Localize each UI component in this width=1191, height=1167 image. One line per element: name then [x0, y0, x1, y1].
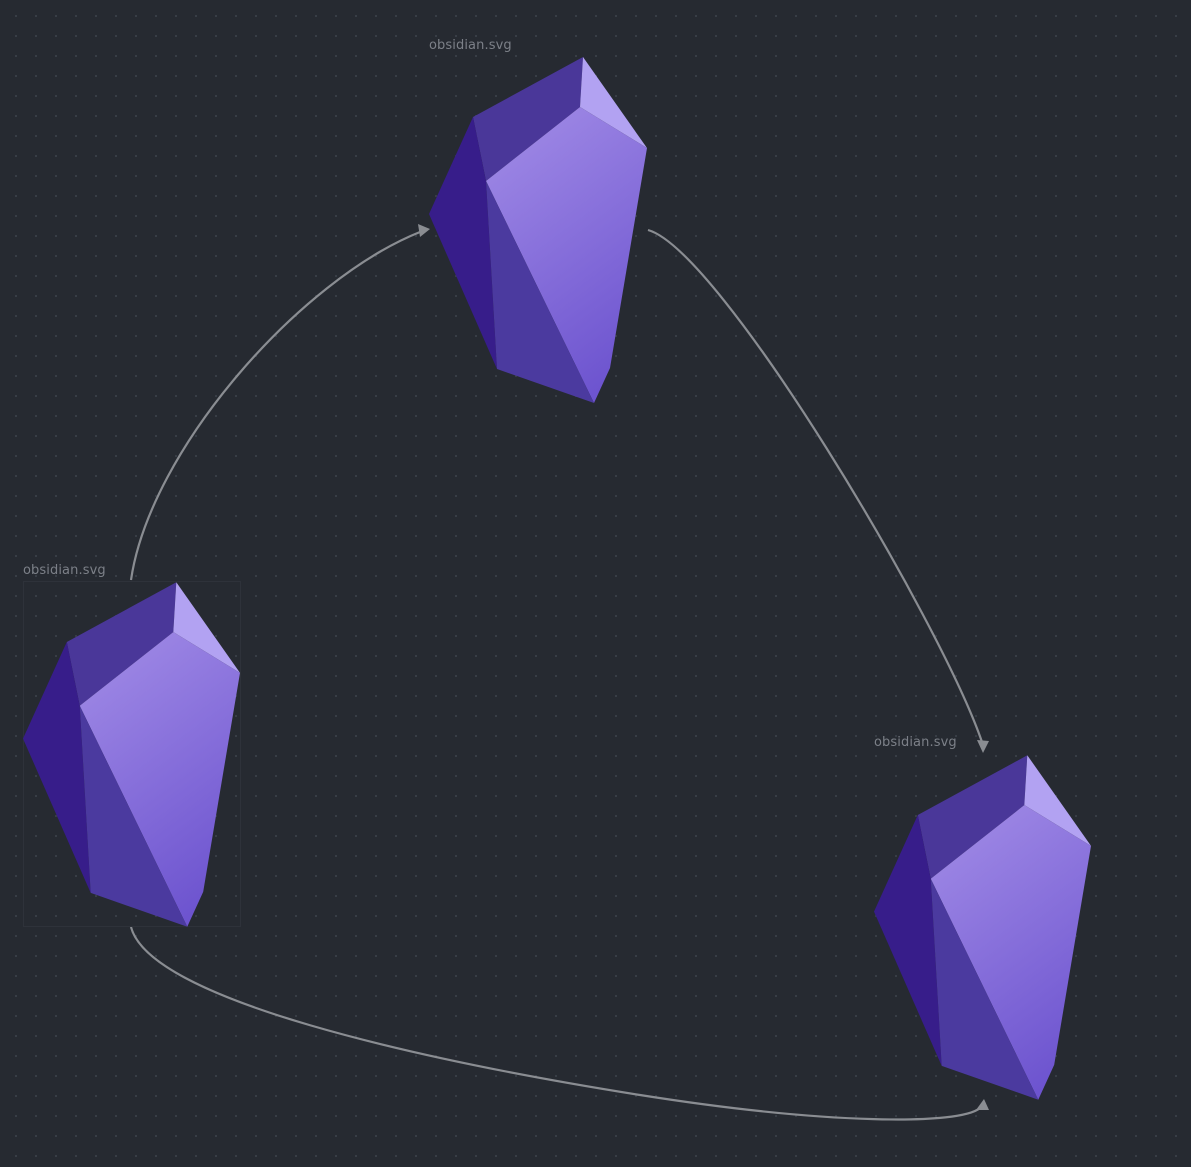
- node-top[interactable]: obsidian.svg: [429, 38, 648, 403]
- node-label: obsidian.svg: [23, 563, 106, 578]
- node-selection-frame: [23, 581, 241, 927]
- node-right[interactable]: obsidian.svg: [874, 735, 1092, 1100]
- node-label: obsidian.svg: [874, 735, 957, 750]
- edge-left-to-top[interactable]: [129, 230, 421, 581]
- obsidian-crystal-icon: [874, 755, 1092, 1100]
- edge-top-to-right[interactable]: [647, 228, 984, 743]
- node-label: obsidian.svg: [429, 38, 512, 53]
- node-left[interactable]: obsidian.svg: [23, 563, 241, 927]
- obsidian-crystal-icon: [429, 57, 647, 403]
- arrow-head-icon: [977, 740, 989, 753]
- obsidian-crystal-icon: [23, 582, 241, 927]
- edge-left-to-right[interactable]: [129, 926, 981, 1121]
